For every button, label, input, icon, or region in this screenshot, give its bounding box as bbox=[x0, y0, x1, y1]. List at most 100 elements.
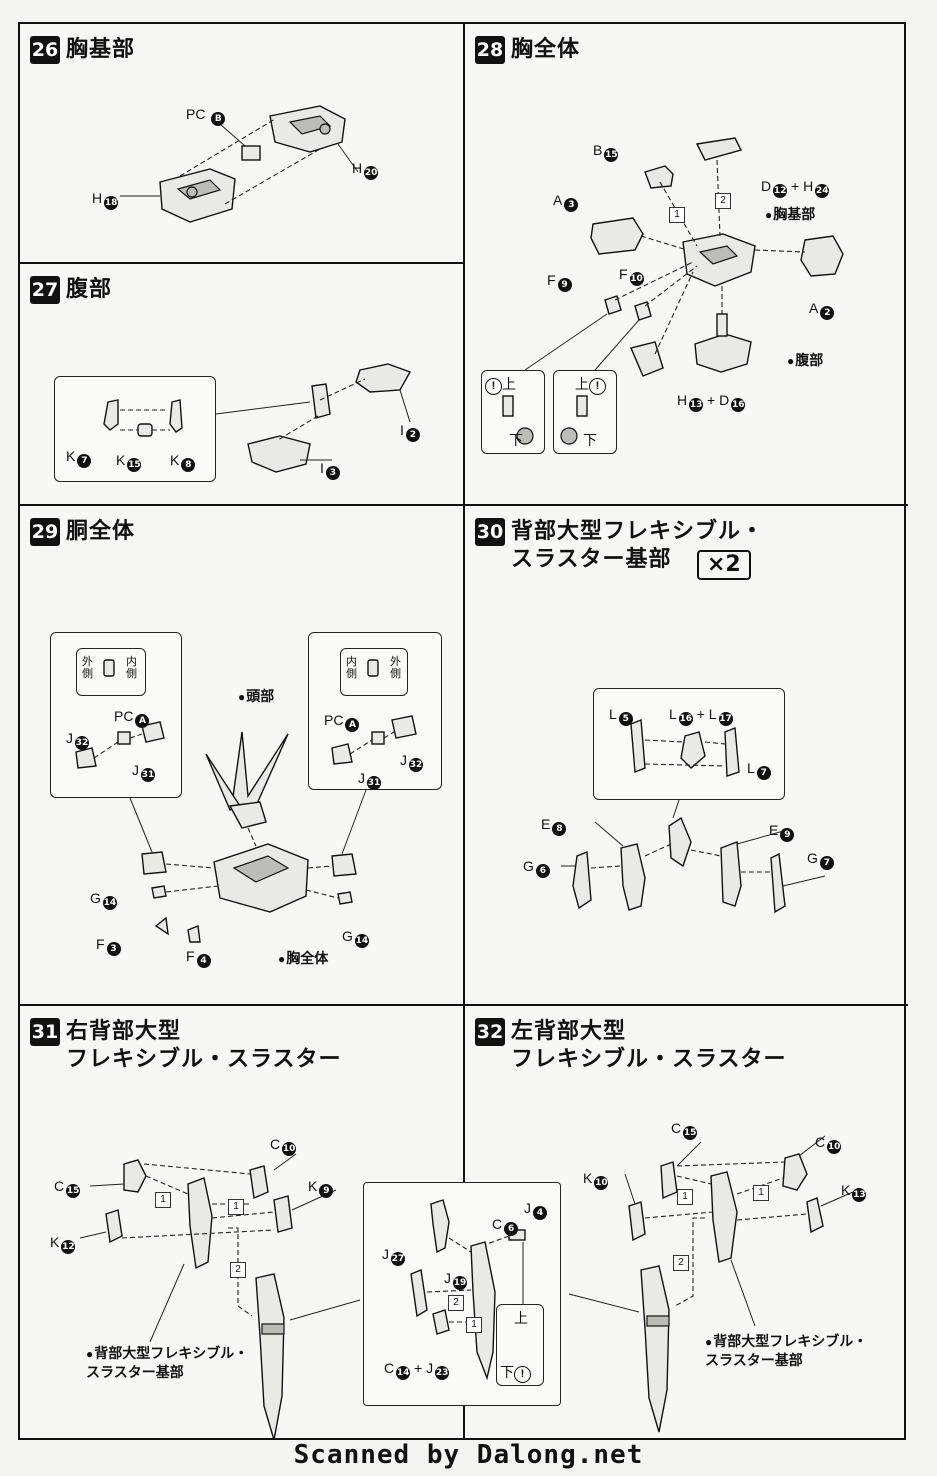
shared-step-1: 1 bbox=[466, 1314, 482, 1333]
torso-all-drawing bbox=[75, 659, 417, 943]
part-number-badge: 15 bbox=[683, 1126, 698, 1140]
outer-side-label: 外 側 bbox=[390, 655, 401, 680]
plus-sign: + bbox=[414, 1360, 423, 1376]
part-letter: L bbox=[609, 706, 617, 722]
part-letter: H bbox=[803, 178, 814, 194]
part-number-badge: 9 bbox=[780, 828, 795, 842]
part-number-badge: 7 bbox=[77, 454, 92, 468]
part-letter: J bbox=[358, 770, 365, 786]
part-number-badge: 24 bbox=[815, 184, 830, 198]
part-letter: A bbox=[553, 192, 563, 208]
plus-sign: + bbox=[696, 706, 705, 722]
part-number-badge: 19 bbox=[453, 1276, 467, 1290]
step-order-box: 1 bbox=[669, 207, 685, 223]
part-number-badge: 6 bbox=[535, 864, 550, 878]
right-thruster-drawing bbox=[79, 1153, 361, 1440]
step-order-1a: 1 bbox=[155, 1189, 171, 1208]
part-letter: J bbox=[426, 1360, 434, 1376]
part-number-badge: 7 bbox=[819, 856, 834, 870]
orient-right-bottom: 下 bbox=[583, 432, 597, 448]
step-order-1b: 1 bbox=[753, 1182, 769, 1201]
part-letter: F bbox=[96, 936, 105, 952]
part-number-badge: 15 bbox=[127, 458, 142, 472]
part-number-badge: 13 bbox=[689, 398, 704, 412]
step-number: 32 bbox=[475, 1018, 505, 1046]
warning-icon: ! bbox=[485, 378, 502, 395]
part-letter: E bbox=[769, 822, 779, 838]
step-number: 31 bbox=[30, 1018, 60, 1046]
down-label: 下 bbox=[500, 1364, 514, 1380]
part-number-badge: 31 bbox=[367, 776, 381, 790]
part-letter: PC bbox=[186, 106, 206, 122]
step-29-title: 29 胴全体 bbox=[30, 518, 135, 546]
step-order-box: 2 bbox=[448, 1295, 464, 1311]
part-number-badge: 8 bbox=[552, 822, 567, 836]
step-32-title: 32 左背部大型 フレキシブル・スラスター bbox=[475, 1018, 787, 1074]
part-letter: A bbox=[809, 300, 819, 316]
abdomen-drawing bbox=[103, 363, 412, 473]
part-letter: PC bbox=[324, 712, 344, 728]
shared-down-label: 下! bbox=[500, 1364, 531, 1383]
part-number-badge: 10 bbox=[594, 1176, 609, 1190]
step-29-panel: 29 胴全体 外 側 内 側 内 側 外 側 bbox=[20, 504, 465, 1006]
step-number: 29 bbox=[30, 518, 60, 546]
label-thruster-base: 背部大型フレキシブル・ スラスター基部 bbox=[705, 1332, 867, 1369]
inner-side-label: 内 側 bbox=[126, 655, 137, 680]
part-letter: D bbox=[761, 178, 772, 194]
plus-sign: + bbox=[791, 178, 800, 194]
part-number-badge: 18 bbox=[104, 196, 119, 210]
step-30-title: 30 背部大型フレキシブル・ スラスター基部 bbox=[475, 518, 764, 574]
warning-icon: ! bbox=[514, 1366, 531, 1383]
part-number-badge: 3 bbox=[325, 466, 340, 480]
part-number-badge: 9 bbox=[319, 1184, 334, 1198]
part-number-badge: 10 bbox=[629, 272, 644, 286]
label-abdomen: 腹部 bbox=[787, 352, 823, 369]
part-number-badge: 14 bbox=[102, 896, 117, 910]
part-letter: C bbox=[270, 1136, 281, 1152]
step-order-1b: 1 bbox=[228, 1196, 244, 1215]
step-30-panel: 30 背部大型フレキシブル・ スラスター基部 ×2 bbox=[463, 504, 908, 1006]
step-title: 胴全体 bbox=[66, 519, 136, 544]
part-letter: F bbox=[619, 266, 628, 282]
label-chest-all: 胸全体 bbox=[278, 950, 328, 967]
part-number-badge: 7 bbox=[756, 766, 771, 780]
step-28-title: 28 胸全体 bbox=[475, 36, 580, 64]
part-number-badge: 12 bbox=[61, 1240, 76, 1254]
part-number-badge: 27 bbox=[391, 1252, 405, 1266]
shared-thruster-drawing bbox=[410, 1199, 526, 1381]
part-letter: G bbox=[807, 850, 818, 866]
part-letter: J bbox=[66, 730, 73, 746]
chest-all-drawing bbox=[502, 137, 844, 445]
part-number-badge: 5 bbox=[618, 712, 633, 726]
part-letter: K bbox=[841, 1182, 851, 1198]
part-letter: K bbox=[66, 448, 76, 464]
part-number-badge: 15 bbox=[604, 148, 619, 162]
step-order-box: 2 bbox=[230, 1262, 246, 1278]
step-title: 胸全体 bbox=[511, 37, 581, 62]
part-letter: K bbox=[308, 1178, 318, 1194]
part-letter: I bbox=[320, 460, 324, 476]
part-number-badge: 8 bbox=[181, 458, 196, 472]
